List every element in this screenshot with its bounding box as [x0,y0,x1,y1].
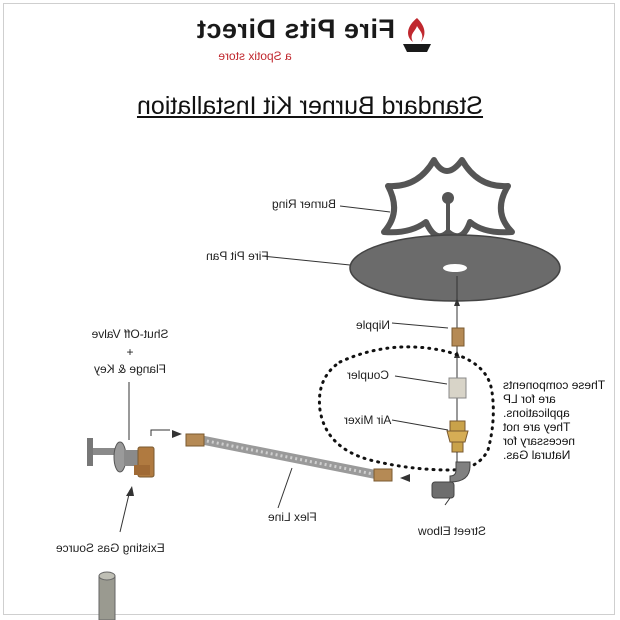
label-street-elbow: Street Elbow [418,524,487,538]
lp-note-line: are for LP [503,392,556,406]
image-frame [3,3,615,615]
air-mixer-part [446,420,469,453]
label-existing-gas-source: Existing Gas Source [56,541,165,555]
label-shut-off-valve: Shut-Off Valve [91,327,169,341]
label-air-mixer: Air Mixer [344,413,392,427]
label-fire-pit-pan: Fire Pit Pan [206,249,269,263]
page-title: Standard Burner Kit Installation [136,92,484,120]
coupler-part [448,377,467,399]
shut-off-valve-part [87,438,155,478]
brand-name: Fire Pits Direct [196,14,395,44]
fire-pit-pan [349,234,561,302]
lp-note-line: necessary for [503,434,576,448]
label-flex-line: Flex Line [268,510,317,524]
arrow-icons [126,430,410,496]
lp-note-line: Natural Gas. [503,448,571,462]
brand-tagline: a Spotix store [218,49,292,63]
brand-header: Fire Pits Direct a Spotix store [196,14,445,64]
gas-source-pipe [98,571,116,620]
street-elbow-part [431,461,471,499]
leader-lines [119,205,451,533]
burner-ring [381,157,515,240]
lp-note-line: They are not [503,420,571,434]
lp-components-outline [317,345,495,472]
label-coupler: Coupler [347,368,390,382]
lp-note: These components are for LP applications… [503,378,613,462]
label-flange-key: Flange & Key [93,362,167,376]
flame-bowl-icon [403,18,431,52]
label-burner-ring: Burner Ring [272,197,337,211]
label-shut-off-plus: + [126,345,134,359]
arrow-up-icon [454,298,460,306]
label-nipple: Nipple [356,318,391,332]
nipple-part [451,327,465,347]
lp-note-line: applications. [503,406,570,420]
flex-line-part [185,433,393,482]
lp-note-line: These components [503,378,606,392]
